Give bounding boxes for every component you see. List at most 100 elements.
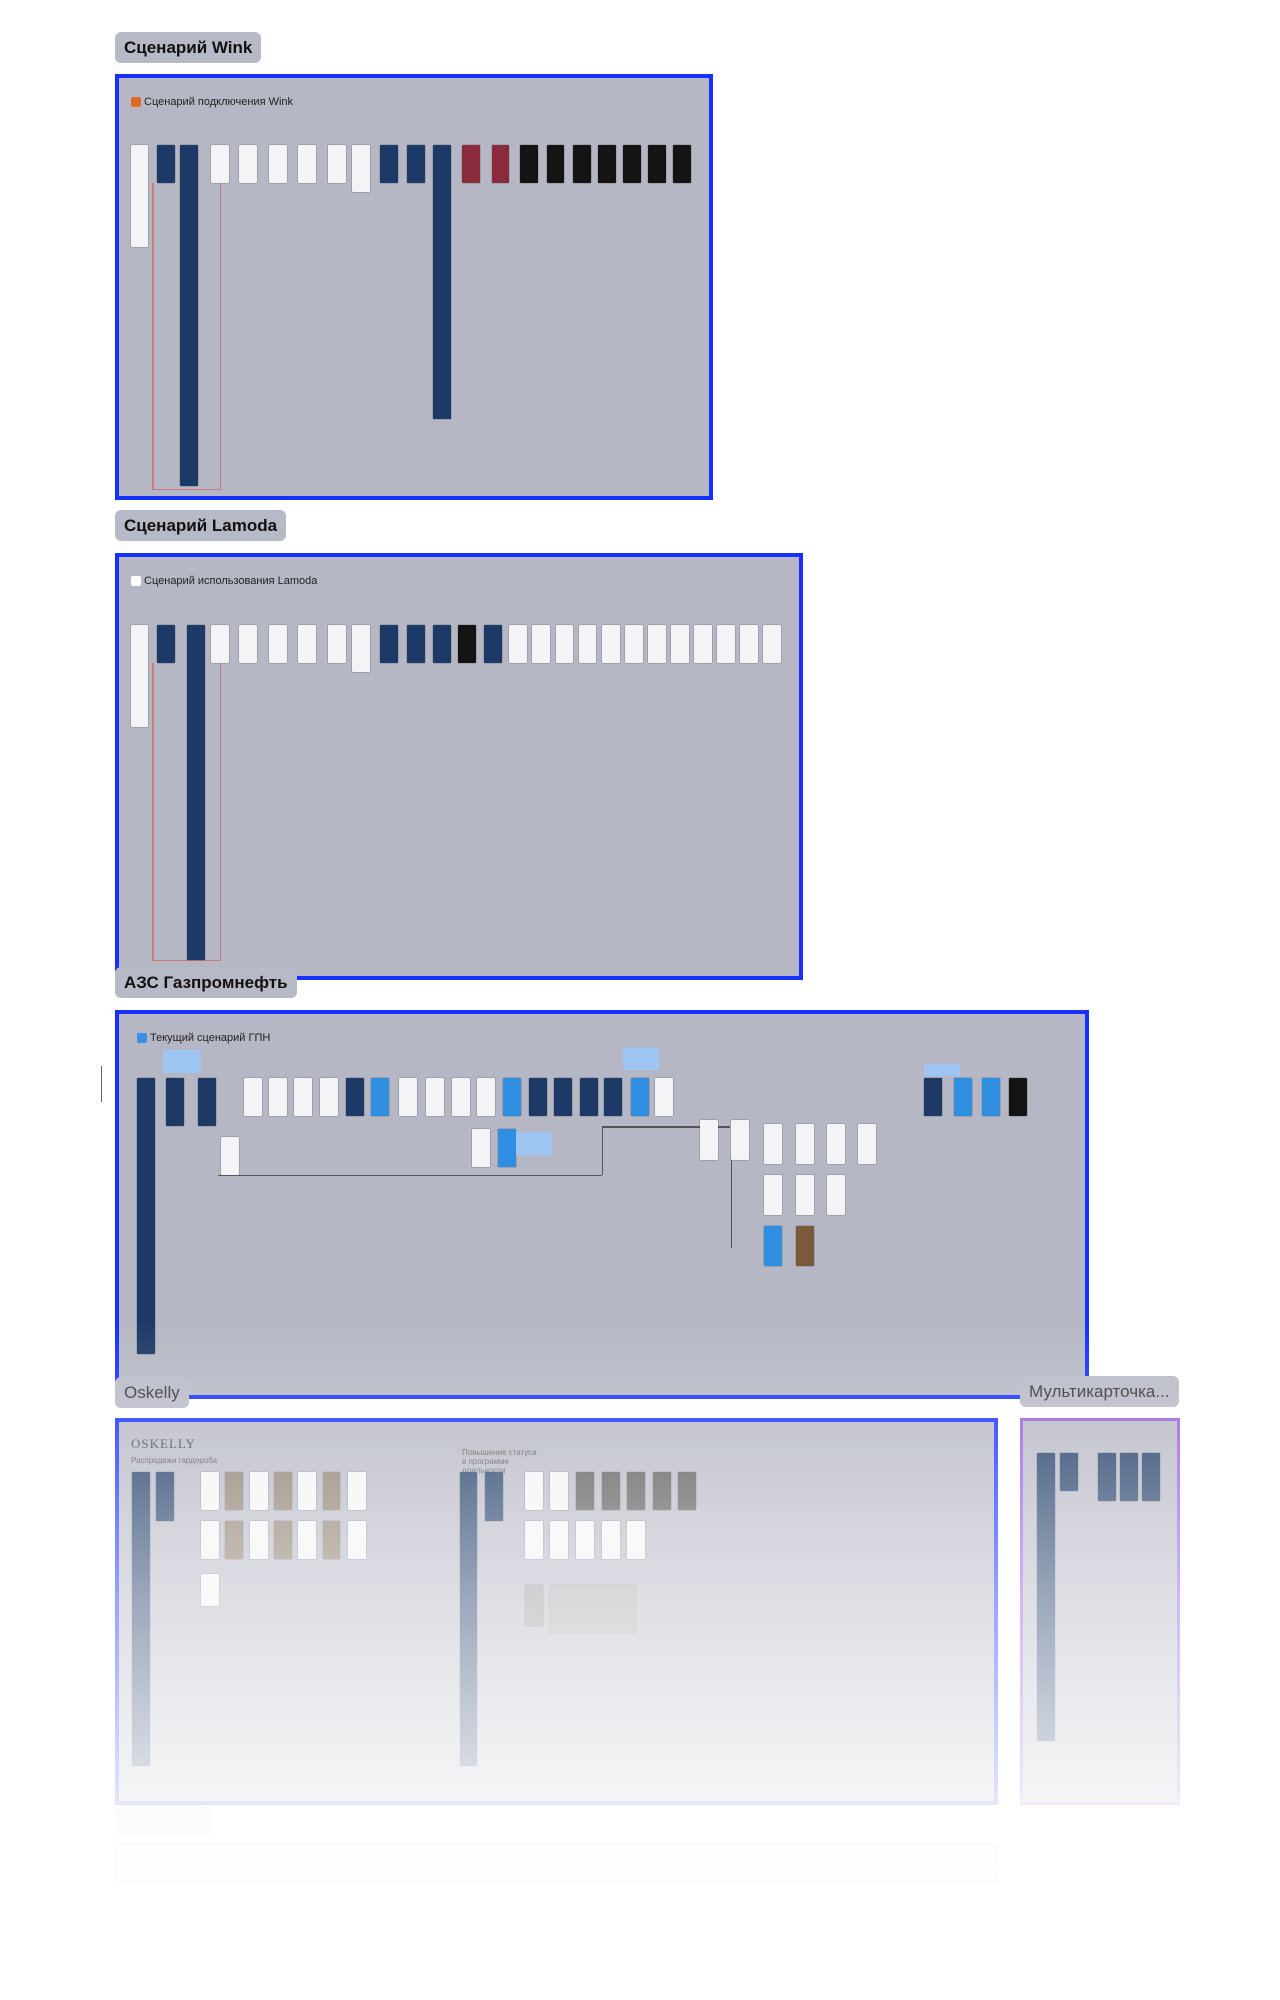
- screen-thumbnail[interactable]: [200, 1472, 219, 1511]
- screen-thumbnail[interactable]: [225, 1472, 244, 1511]
- screen-thumbnail[interactable]: [528, 1077, 547, 1117]
- screen-thumbnail[interactable]: [186, 624, 205, 960]
- sticky-note[interactable]: [162, 1049, 201, 1073]
- screen-thumbnail[interactable]: [573, 144, 592, 184]
- screen-thumbnail[interactable]: [136, 1077, 155, 1355]
- screen-thumbnail[interactable]: [399, 1077, 418, 1117]
- screen-thumbnail[interactable]: [524, 1520, 543, 1560]
- screen-thumbnail[interactable]: [298, 624, 317, 664]
- screen-thumbnail[interactable]: [485, 1472, 504, 1521]
- sticky-note[interactable]: [924, 1063, 960, 1077]
- screen-thumbnail[interactable]: [298, 1472, 317, 1511]
- screen-thumbnail[interactable]: [532, 624, 551, 664]
- screen-thumbnail[interactable]: [130, 144, 149, 248]
- screen-thumbnail[interactable]: [180, 144, 199, 487]
- screen-thumbnail[interactable]: [578, 624, 597, 664]
- screen-thumbnail[interactable]: [200, 1520, 219, 1560]
- section-label-wink[interactable]: Сценарий Wink: [115, 32, 262, 63]
- screen-thumbnail[interactable]: [1036, 1452, 1055, 1741]
- screen-thumbnail[interactable]: [432, 144, 451, 419]
- screen-thumbnail[interactable]: [764, 1226, 783, 1266]
- screen-thumbnail[interactable]: [546, 144, 565, 184]
- section-label-gpn[interactable]: АЗС Газпромнефть: [115, 967, 297, 998]
- frame-faded[interactable]: [115, 1843, 998, 1883]
- section-label-oskelly[interactable]: Oskelly: [115, 1377, 189, 1408]
- screen-thumbnail[interactable]: [678, 1472, 697, 1511]
- screen-thumbnail[interactable]: [451, 1077, 470, 1117]
- screen-thumbnail[interactable]: [239, 144, 258, 184]
- screen-thumbnail[interactable]: [576, 1520, 594, 1560]
- screen-thumbnail[interactable]: [352, 144, 370, 192]
- screen-thumbnail[interactable]: [700, 1120, 719, 1160]
- screen-thumbnail[interactable]: [491, 144, 510, 184]
- screen-thumbnail[interactable]: [166, 1077, 185, 1127]
- screen-thumbnail[interactable]: [550, 1520, 569, 1560]
- screen-thumbnail[interactable]: [693, 624, 712, 664]
- screen-thumbnail[interactable]: [294, 1077, 313, 1117]
- screen-thumbnail[interactable]: [623, 144, 642, 184]
- screen-thumbnail[interactable]: [519, 144, 538, 184]
- screen-thumbnail[interactable]: [1008, 1077, 1027, 1117]
- screen-thumbnail[interactable]: [524, 1472, 543, 1511]
- screen-thumbnail[interactable]: [796, 1123, 815, 1164]
- screen-thumbnail[interactable]: [1141, 1452, 1160, 1502]
- screen-thumbnail[interactable]: [924, 1077, 943, 1117]
- screen-thumbnail[interactable]: [298, 144, 317, 184]
- screen-thumbnail[interactable]: [348, 1520, 367, 1560]
- screen-thumbnail[interactable]: [981, 1077, 1000, 1117]
- screen-thumbnail[interactable]: [627, 1472, 646, 1511]
- screen-thumbnail[interactable]: [826, 1175, 845, 1215]
- screen-thumbnail[interactable]: [239, 624, 258, 664]
- screen-thumbnail[interactable]: [1059, 1452, 1078, 1492]
- screen-thumbnail[interactable]: [198, 1077, 217, 1127]
- screen-thumbnail[interactable]: [472, 1128, 491, 1168]
- screen-thumbnail[interactable]: [953, 1077, 972, 1117]
- screen-thumbnail[interactable]: [554, 1077, 573, 1117]
- screen-thumbnail[interactable]: [524, 1584, 543, 1626]
- screen-thumbnail[interactable]: [652, 1472, 671, 1511]
- screen-thumbnail[interactable]: [200, 1574, 219, 1607]
- screen-thumbnail[interactable]: [762, 624, 781, 664]
- screen-thumbnail[interactable]: [483, 624, 502, 664]
- screen-thumbnail[interactable]: [601, 1472, 620, 1511]
- screen-thumbnail[interactable]: [211, 624, 230, 664]
- screen-thumbnail[interactable]: [407, 624, 425, 664]
- screen-thumbnail[interactable]: [477, 1077, 496, 1117]
- screen-thumbnail[interactable]: [131, 1472, 150, 1767]
- screen-thumbnail[interactable]: [371, 1077, 390, 1117]
- screen-thumbnail[interactable]: [597, 144, 616, 184]
- screen-thumbnail[interactable]: [796, 1175, 815, 1215]
- screen-thumbnail[interactable]: [550, 1472, 569, 1511]
- frame-wink[interactable]: Сценарий подключения Wink: [115, 74, 713, 500]
- screen-thumbnail[interactable]: [550, 1584, 637, 1634]
- screen-thumbnail[interactable]: [432, 624, 451, 664]
- screen-thumbnail[interactable]: [348, 1472, 367, 1511]
- screen-thumbnail[interactable]: [826, 1123, 845, 1164]
- screen-thumbnail[interactable]: [322, 1472, 341, 1511]
- screen-thumbnail[interactable]: [462, 144, 480, 184]
- screen-thumbnail[interactable]: [249, 1472, 268, 1511]
- screen-thumbnail[interactable]: [716, 624, 735, 664]
- screen-thumbnail[interactable]: [503, 1077, 521, 1117]
- sticky-note[interactable]: [515, 1131, 552, 1155]
- screen-thumbnail[interactable]: [601, 1520, 620, 1560]
- screen-thumbnail[interactable]: [244, 1077, 263, 1117]
- section-label-multi[interactable]: Мультикарточка...: [1020, 1376, 1179, 1407]
- screen-thumbnail[interactable]: [631, 1077, 649, 1117]
- screen-thumbnail[interactable]: [327, 624, 346, 664]
- screen-thumbnail[interactable]: [407, 144, 425, 184]
- screen-thumbnail[interactable]: [579, 1077, 598, 1117]
- screen-thumbnail[interactable]: [647, 624, 666, 664]
- screen-thumbnail[interactable]: [624, 624, 643, 664]
- screen-thumbnail[interactable]: [320, 1077, 338, 1117]
- screen-thumbnail[interactable]: [268, 624, 287, 664]
- section-label-faded[interactable]: [115, 1805, 211, 1836]
- screen-thumbnail[interactable]: [157, 144, 176, 184]
- screen-thumbnail[interactable]: [268, 144, 287, 184]
- sticky-note[interactable]: [623, 1047, 660, 1071]
- screen-thumbnail[interactable]: [764, 1123, 783, 1164]
- screen-thumbnail[interactable]: [796, 1226, 815, 1266]
- screen-thumbnail[interactable]: [268, 1077, 287, 1117]
- screen-thumbnail[interactable]: [670, 624, 689, 664]
- screen-thumbnail[interactable]: [156, 1472, 175, 1521]
